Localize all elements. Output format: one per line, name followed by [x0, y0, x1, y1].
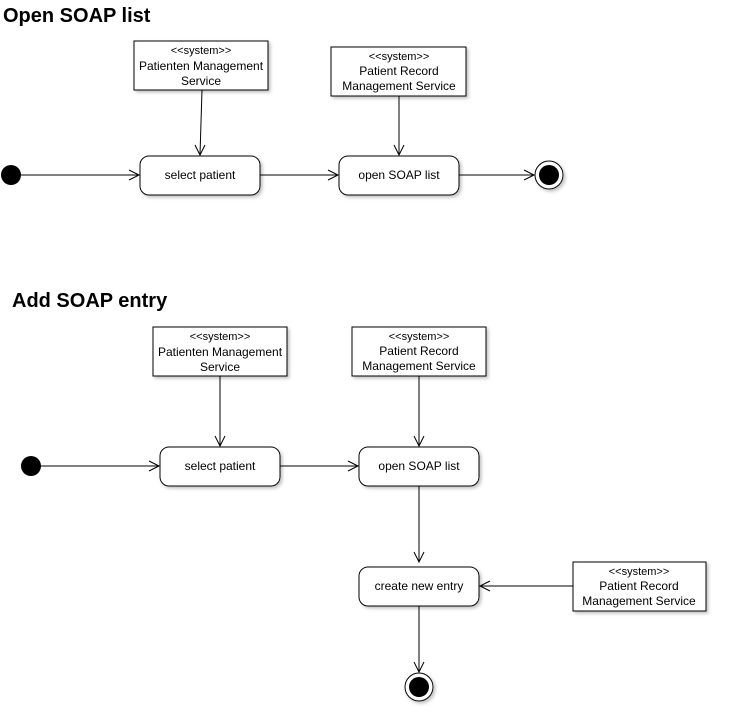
action-open-soap-list: open SOAP list	[338, 155, 460, 196]
system-box-patient-record-management: <<system>> Patient Record Management Ser…	[351, 326, 487, 377]
initial-node	[21, 456, 41, 476]
diagram-title: Add SOAP entry	[12, 290, 168, 312]
flow-edges	[41, 376, 573, 674]
action-select-patient: select patient	[139, 155, 261, 196]
system-stereotype: <<system>>	[190, 331, 251, 343]
system-stereotype: <<system>>	[369, 51, 430, 63]
system-name-line1: Patienten Management	[139, 59, 264, 73]
system-name-line1: Patient Record	[599, 579, 678, 593]
system-name-line1: Patient Record	[379, 344, 458, 358]
action-label: open SOAP list	[358, 168, 440, 182]
system-name-line2: Management Service	[362, 359, 476, 373]
flow-edges	[21, 89, 536, 181]
diagram-title: Open SOAP list	[3, 5, 151, 27]
action-create-new-entry: create new entry	[358, 566, 480, 607]
system-box-patienten-management: <<system>> Patienten Management Service	[133, 40, 269, 91]
action-label: open SOAP list	[378, 459, 460, 473]
system-box-patient-record-management: <<system>> Patient Record Management Ser…	[572, 561, 707, 612]
system-stereotype: <<system>>	[389, 331, 450, 343]
action-label: select patient	[185, 459, 256, 473]
action-open-soap-list: open SOAP list	[358, 446, 480, 487]
system-name-line2: Management Service	[582, 594, 696, 608]
system-stereotype: <<system>>	[171, 45, 232, 57]
action-label: create new entry	[375, 579, 464, 593]
system-name-line2: Service	[200, 360, 240, 374]
system-box-patient-record-management: <<system>> Patient Record Management Ser…	[330, 46, 467, 97]
system-box-patienten-management: <<system>> Patienten Management Service	[152, 326, 288, 377]
action-label: select patient	[165, 168, 236, 182]
initial-node	[1, 165, 21, 185]
final-node	[534, 160, 564, 190]
system-name-line2: Management Service	[342, 79, 456, 93]
system-name-line1: Patient Record	[359, 64, 438, 78]
system-name-line1: Patienten Management	[158, 345, 283, 359]
diagram-add-soap-entry: Add SOAP entry <<system>> Patienten Mana…	[12, 290, 707, 702]
final-node	[404, 672, 434, 702]
action-select-patient: select patient	[159, 446, 281, 487]
system-name-line2: Service	[181, 74, 221, 88]
system-stereotype: <<system>>	[609, 566, 670, 578]
diagram-open-soap-list: Open SOAP list <<system>> Patienten Mana…	[1, 5, 564, 196]
